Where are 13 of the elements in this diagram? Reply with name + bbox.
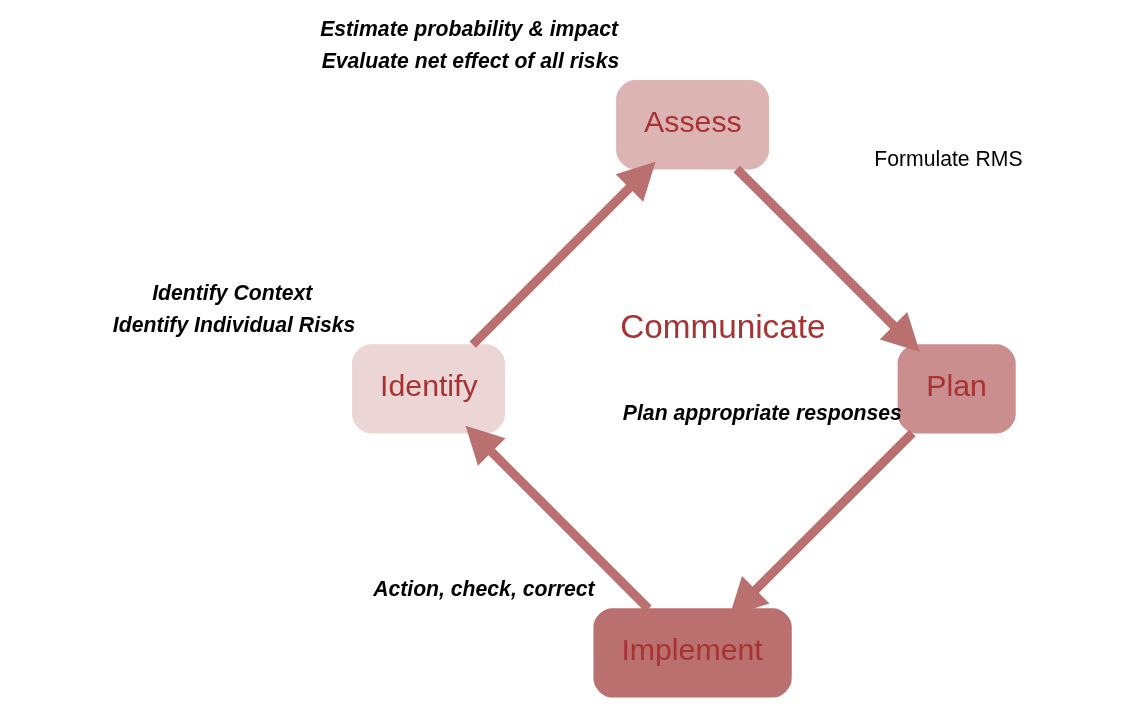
arrow: [465, 425, 652, 612]
label: Communicate: [620, 308, 826, 346]
arrow: [469, 161, 656, 348]
arrow: [733, 165, 920, 352]
node-label: Identify Individual Risks: [112, 312, 356, 336]
node-box: Identify: [352, 344, 505, 434]
node-box: Implement: [593, 608, 792, 698]
label: Formulate RMS: [874, 146, 1023, 170]
node-label: Action, check, correct: [373, 577, 595, 601]
node-label: Evaluate net effect of all risks: [321, 48, 620, 72]
node-box: Assess: [616, 80, 769, 170]
node-label: Estimate probability & impact: [320, 16, 619, 40]
node-label: Identify Context: [152, 280, 313, 304]
